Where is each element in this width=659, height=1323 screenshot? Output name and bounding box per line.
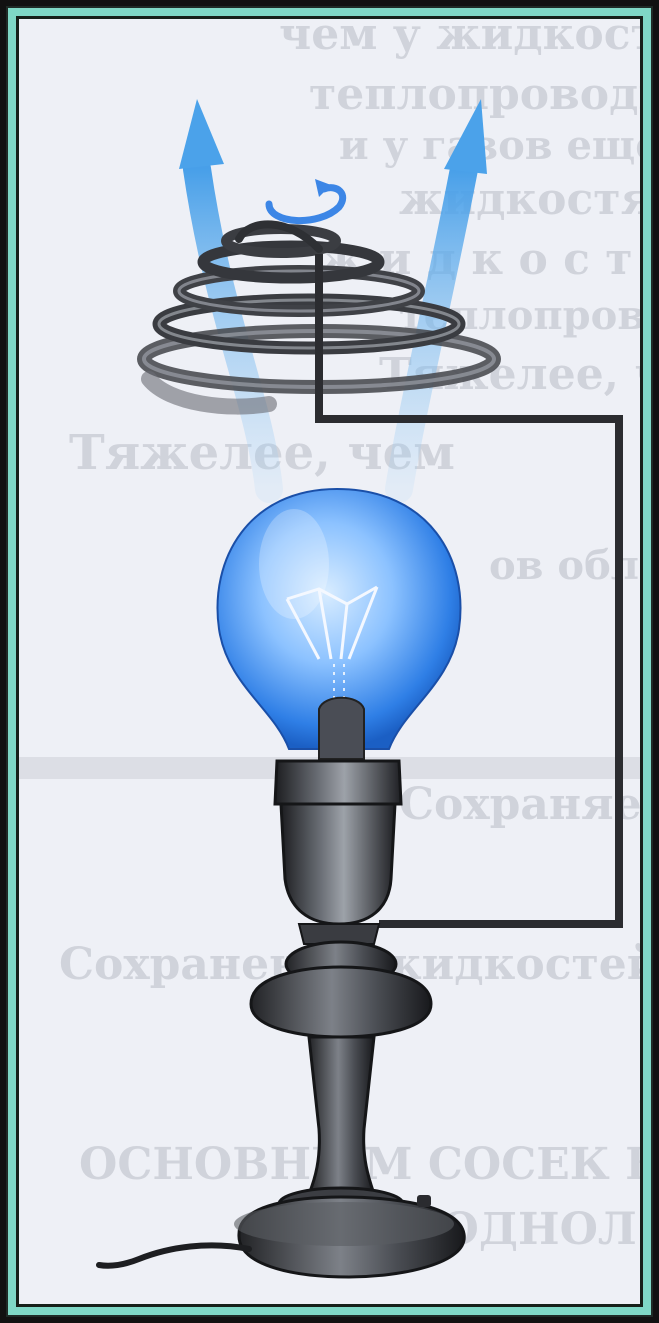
bg-text-line-3: и у газов ещё мень bbox=[339, 122, 643, 169]
lamp-socket bbox=[275, 761, 401, 944]
convection-lamp-illustration: чем у жидкост теплопроводност и у газов … bbox=[19, 19, 643, 1307]
bg-text-line-1: чем у жидкост bbox=[279, 19, 643, 60]
bg-text-line-4: жидкостях и газ bbox=[399, 174, 643, 225]
lamp-stand bbox=[234, 942, 464, 1277]
figure-canvas: чем у жидкост теплопроводност и у газов … bbox=[16, 16, 643, 1307]
light-bulb bbox=[217, 489, 460, 759]
left-arrowhead-icon bbox=[179, 99, 224, 169]
power-cord bbox=[99, 1245, 249, 1265]
rotation-arrow-icon bbox=[269, 179, 343, 221]
teal-frame-border: чем у жидкост теплопроводност и у газов … bbox=[6, 6, 653, 1317]
bg-text-line-10: Сохраняет тепло лучше bbox=[399, 779, 643, 830]
bulb-stem bbox=[319, 698, 364, 759]
switch-knob bbox=[417, 1195, 431, 1207]
bulb-highlight bbox=[259, 509, 329, 619]
